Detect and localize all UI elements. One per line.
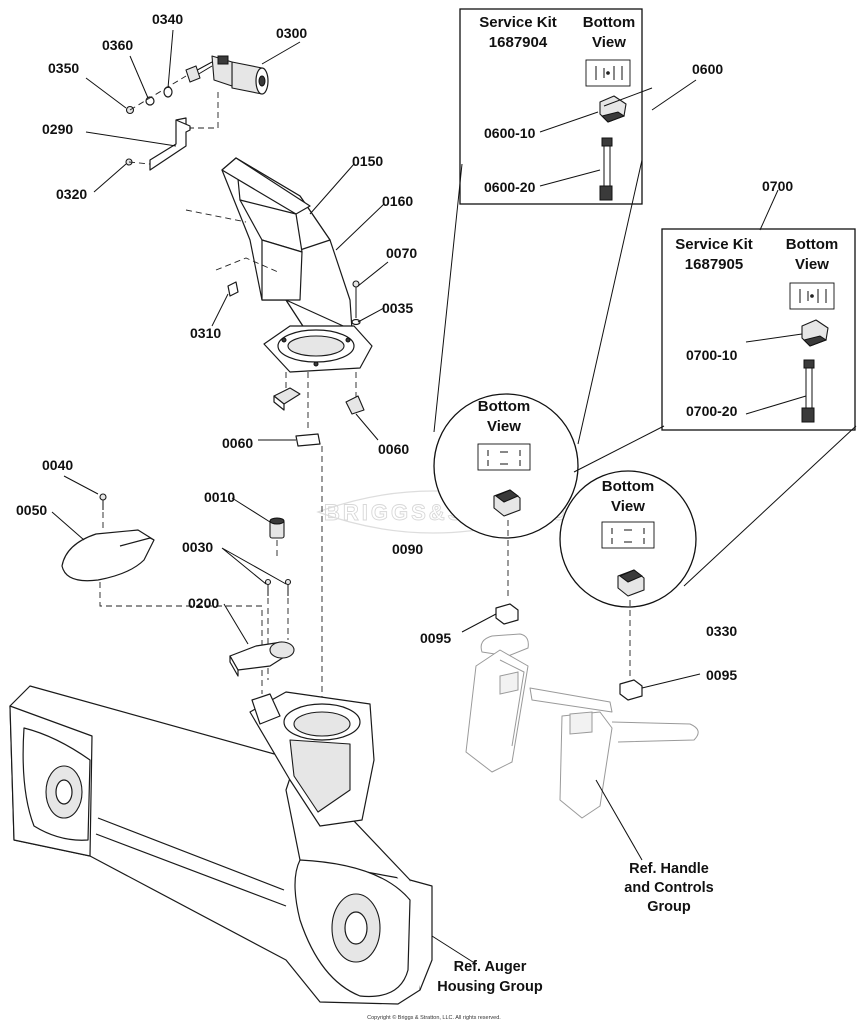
chute-motor-0300 — [185, 55, 269, 95]
callout-0360: 0360 — [102, 37, 133, 53]
bezel-0095-right — [619, 679, 643, 701]
switch-0700-10 — [801, 319, 829, 347]
callout-0700-10: 0700-10 — [686, 347, 738, 363]
copyright-notice: Copyright © Briggs & Stratton, LLC. All … — [367, 1014, 501, 1021]
circle-0090-bottom-label: Bottom — [478, 398, 531, 415]
bolt-0070 — [352, 280, 360, 318]
kit-0600-bottom-view-icon — [585, 59, 631, 87]
kit-0600-number: 1687904 — [489, 34, 548, 51]
retainer-0060-left — [273, 387, 301, 411]
callout-0095-right: 0095 — [706, 667, 737, 683]
circle-0330-bottom-view-icon — [601, 521, 655, 549]
callout-0330: 0330 — [706, 623, 737, 639]
detail-circle-0330: Bottom View — [559, 470, 697, 608]
callout-0060-left: 0060 — [222, 435, 253, 451]
bezel-0095-left — [495, 603, 519, 625]
callout-0070: 0070 — [386, 245, 417, 261]
callout-0700: 0700 — [762, 178, 793, 194]
circle-0330-view-label: View — [611, 498, 645, 515]
callout-0600: 0600 — [692, 61, 723, 77]
callout-0060-right: 0060 — [378, 441, 409, 457]
ref-handle-controls-label: Ref. Handle and Controls Group — [624, 861, 713, 915]
detail-circle-0090: Bottom View — [433, 393, 579, 539]
screw-0040 — [99, 493, 107, 510]
callout-0700-20: 0700-20 — [686, 403, 738, 419]
kit-0600-bottom-label: Bottom — [583, 14, 636, 31]
gear-cover-0050 — [61, 529, 155, 582]
knob-0010 — [269, 517, 285, 539]
kit-0700-bottom-view-icon — [789, 282, 835, 310]
ref-auger-line-1: Ref. Auger — [454, 959, 527, 975]
bracket-0290 — [149, 117, 191, 171]
chute-opening-base — [249, 691, 375, 827]
service-kit-0600-box: Service Kit 1687904 Bottom View — [459, 8, 643, 205]
circle-0330-bottom-label: Bottom — [602, 478, 655, 495]
callout-0600-10: 0600-10 — [484, 125, 536, 141]
screws-0030 — [264, 578, 292, 596]
ref-handle-line-1: Ref. Handle — [629, 861, 709, 877]
callout-0350: 0350 — [48, 60, 79, 76]
wire-harness-0700-20 — [801, 359, 815, 423]
ref-auger-line-2: Housing Group — [437, 979, 543, 995]
leader-lines — [51, 29, 807, 965]
callout-0090: 0090 — [392, 541, 423, 557]
callout-0150: 0150 — [352, 153, 383, 169]
retainer-0060-right — [345, 395, 365, 415]
kit-0700-service-kit-label: Service Kit — [675, 236, 753, 253]
wire-harness-0600-20 — [599, 137, 613, 201]
kit-0700-number: 1687905 — [685, 256, 743, 273]
handle-controls-ghost — [465, 633, 699, 819]
circle-0090-bottom-view-icon — [477, 443, 531, 471]
switch-0600-10 — [599, 95, 627, 123]
circle-0090-view-label: View — [487, 418, 521, 435]
rocker-switch-0090 — [493, 489, 521, 517]
callout-0340: 0340 — [152, 11, 183, 27]
chute-deflector-0150 — [221, 157, 311, 301]
callout-0300: 0300 — [276, 25, 307, 41]
bushing-0060-center — [295, 433, 321, 447]
service-kit-0700-box: Service Kit 1687905 Bottom View — [661, 228, 856, 431]
ref-handle-line-3: Group — [647, 899, 691, 915]
callout-0200: 0200 — [188, 595, 219, 611]
kit-0600-service-kit-label: Service Kit — [479, 14, 557, 31]
callout-0320: 0320 — [56, 186, 87, 202]
callout-0160: 0160 — [382, 193, 413, 209]
ref-auger-housing-label: Ref. Auger Housing Group — [437, 959, 543, 995]
callout-0040: 0040 — [42, 457, 73, 473]
screw-0310 — [227, 281, 239, 297]
callout-0310: 0310 — [190, 325, 221, 341]
callout-0035: 0035 — [382, 300, 413, 316]
callout-0030: 0030 — [182, 539, 213, 555]
kit-0600-view-label: View — [592, 34, 626, 51]
callout-0010: 0010 — [204, 489, 235, 505]
callout-0600-20: 0600-20 — [484, 179, 536, 195]
callout-0290: 0290 — [42, 121, 73, 137]
callout-0050: 0050 — [16, 502, 47, 518]
callout-0095-left: 0095 — [420, 630, 451, 646]
ref-handle-line-2: and Controls — [624, 880, 713, 896]
rocker-switch-0330 — [617, 569, 645, 597]
gear-bracket-0200 — [229, 641, 295, 677]
kit-0700-bottom-label: Bottom — [786, 236, 839, 253]
chute-base-ring — [263, 325, 373, 373]
callout-labels: 0340 0300 0360 0350 0290 0320 0150 0160 … — [16, 11, 793, 683]
kit-0700-view-label: View — [795, 256, 829, 273]
washer-0035 — [351, 318, 361, 326]
